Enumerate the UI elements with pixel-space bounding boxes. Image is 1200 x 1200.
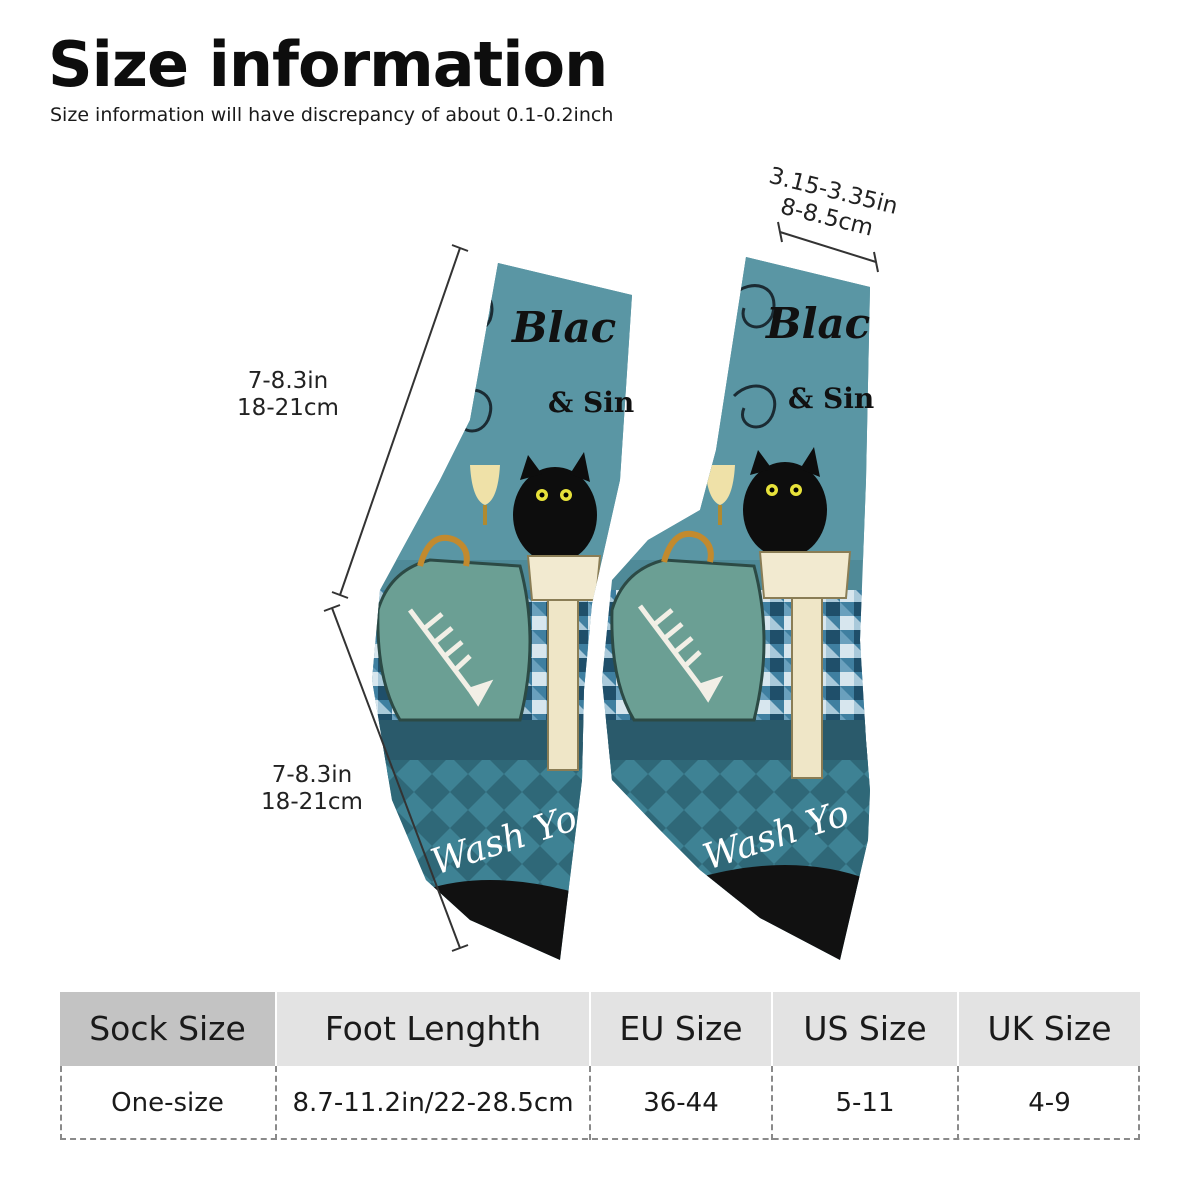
leg-inches: 7-8.3in xyxy=(247,368,329,394)
cell-eu-size: 36-44 xyxy=(643,1088,719,1118)
leg-cm: 18-21cm xyxy=(237,395,339,421)
cell-foot-length: 8.7-11.2in/22-28.5cm xyxy=(292,1088,574,1118)
sock-right-top-text: Blac xyxy=(765,299,870,348)
cell-uk-size: 4-9 xyxy=(1028,1088,1071,1118)
size-table: Sock Size Foot Lenghth EU Size US Size U… xyxy=(60,992,1140,1140)
header-sock-size: Sock Size xyxy=(60,992,275,1066)
header-foot-length: Foot Lenghth xyxy=(324,1009,542,1048)
cell-us-size: 5-11 xyxy=(835,1088,895,1118)
dimension-lines xyxy=(323,221,879,952)
header-us-size: US Size xyxy=(803,1009,927,1048)
foot-inches: 7-8.3in xyxy=(271,762,353,788)
header-uk-size: UK Size xyxy=(987,1009,1112,1048)
page-subtitle: Size information will have discrepancy o… xyxy=(50,104,614,126)
sock-left: Blac & Sin Wash Yo xyxy=(372,263,634,960)
sock-right-mid-text: & Sin xyxy=(788,382,874,415)
sock-right: Blac & Sin Wash Yo xyxy=(602,257,874,960)
foot-dimension-label: 7-8.3in 18-21cm xyxy=(242,762,382,816)
header-eu-size: EU Size xyxy=(619,1009,743,1048)
sock-size-diagram: Blac & Sin Wash Yo xyxy=(323,221,879,960)
page-title: Size information xyxy=(48,28,608,101)
sock-left-top-text: Blac xyxy=(511,303,616,352)
cell-sock-size: One-size xyxy=(111,1088,224,1118)
foot-cm: 18-21cm xyxy=(261,789,363,815)
leg-dimension-label: 7-8.3in 18-21cm xyxy=(218,368,358,422)
sock-left-mid-text: & Sin xyxy=(548,386,634,419)
